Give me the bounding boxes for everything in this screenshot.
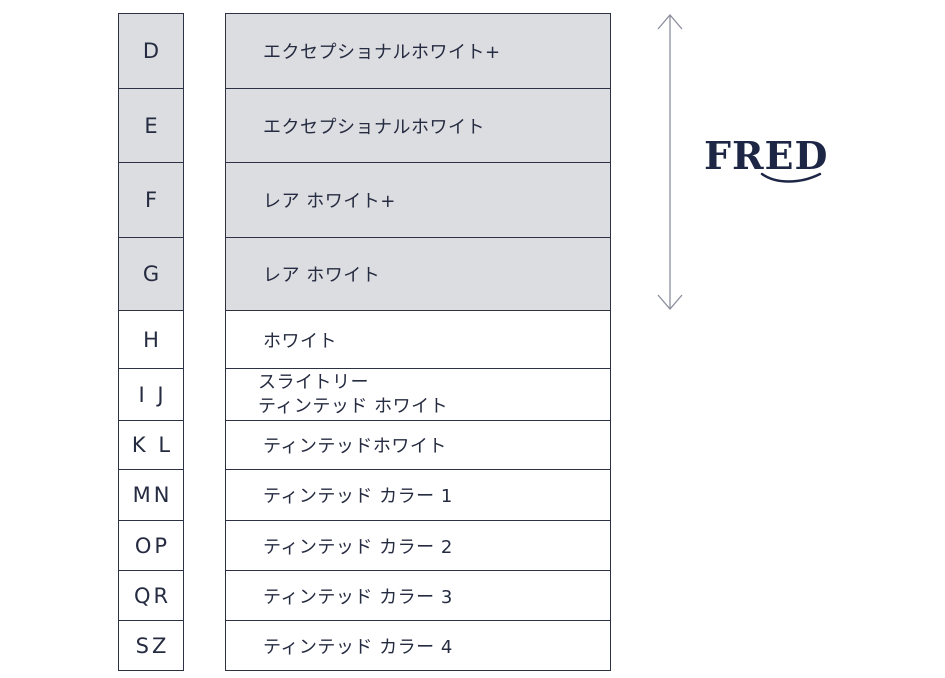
grade-description-label: レア ホワイト: [263, 265, 381, 286]
grade-code-cell-mn: MN: [119, 470, 183, 521]
grade-description-cell-ij: スライトリー ティンテッド ホワイト: [226, 369, 610, 421]
grade-code-cell-sz: SZ: [119, 621, 183, 670]
grade-description-label: ティンテッド カラー 2: [263, 536, 453, 558]
grade-code-label: E: [144, 113, 161, 138]
grade-description-label: ホワイト: [263, 330, 337, 352]
grade-description-label: エクセプショナルホワイト: [263, 116, 485, 138]
grade-code-label: MN: [132, 483, 173, 507]
grade-code-cell-qr: QR: [119, 571, 183, 621]
grade-description-cell-g: レア ホワイト: [226, 238, 610, 311]
grade-description-label-line-1: スライトリー: [258, 371, 369, 393]
grade-description-cell-e: エクセプショナルホワイト: [226, 89, 610, 163]
grade-code-cell-d: D: [119, 14, 183, 89]
grade-description-label: エクセプショナルホワイト+: [263, 42, 501, 63]
grade-code-label: G: [142, 262, 163, 286]
grade-code-cell-op: OP: [119, 521, 183, 571]
grade-code-label: OP: [134, 533, 171, 558]
grade-code-cell-f: F: [119, 163, 183, 238]
grade-description-label: ティンテッド カラー 4: [263, 636, 453, 658]
fred-logo-swash: [760, 172, 822, 183]
grade-description-label: ティンテッドホワイト: [263, 436, 447, 457]
grade-code-label: SZ: [135, 633, 170, 658]
grade-description-label: ティンテッド カラー 1: [263, 486, 453, 507]
grade-code-cell-ij: I J: [119, 369, 183, 421]
grade-code-label: D: [142, 39, 163, 63]
grade-description-label-line-2: ティンテッド ホワイト: [258, 395, 449, 417]
grade-description-cell-mn: ティンテッド カラー 1: [226, 470, 610, 521]
grade-code-label: K L: [131, 433, 174, 457]
grade-description-label: レア ホワイト+: [263, 191, 396, 212]
fred-logo: FRED: [704, 134, 840, 186]
grade-code-label: QR: [133, 583, 172, 608]
grade-code-cell-g: G: [119, 238, 183, 311]
grade-description-cell-qr: ティンテッド カラー 3: [226, 571, 610, 621]
grade-code-cell-h: H: [119, 311, 183, 369]
grade-description-cell-kl: ティンテッドホワイト: [226, 421, 610, 470]
grade-code-cell-kl: K L: [119, 421, 183, 470]
double-headed-vertical-arrow-icon: [657, 14, 683, 310]
grade-description-column: エクセプショナルホワイト+ エクセプショナルホワイト レア ホワイト+ レア ホ…: [225, 13, 611, 671]
grade-code-label: I J: [138, 382, 167, 407]
grade-code-label: F: [144, 188, 161, 212]
grade-code-cell-e: E: [119, 89, 183, 163]
grade-description-cell-op: ティンテッド カラー 2: [226, 521, 610, 571]
grade-description-cell-f: レア ホワイト+: [226, 163, 610, 238]
fred-logo-text: FRED: [704, 133, 829, 178]
grade-code-column: D E F G H I J K L MN OP QR SZ: [118, 13, 184, 671]
grade-description-label: ティンテッド カラー 3: [263, 586, 453, 608]
grade-description-cell-d: エクセプショナルホワイト+: [226, 14, 610, 89]
grade-description-cell-h: ホワイト: [226, 311, 610, 369]
grade-code-label: H: [143, 327, 162, 352]
grade-description-cell-sz: ティンテッド カラー 4: [226, 621, 610, 670]
